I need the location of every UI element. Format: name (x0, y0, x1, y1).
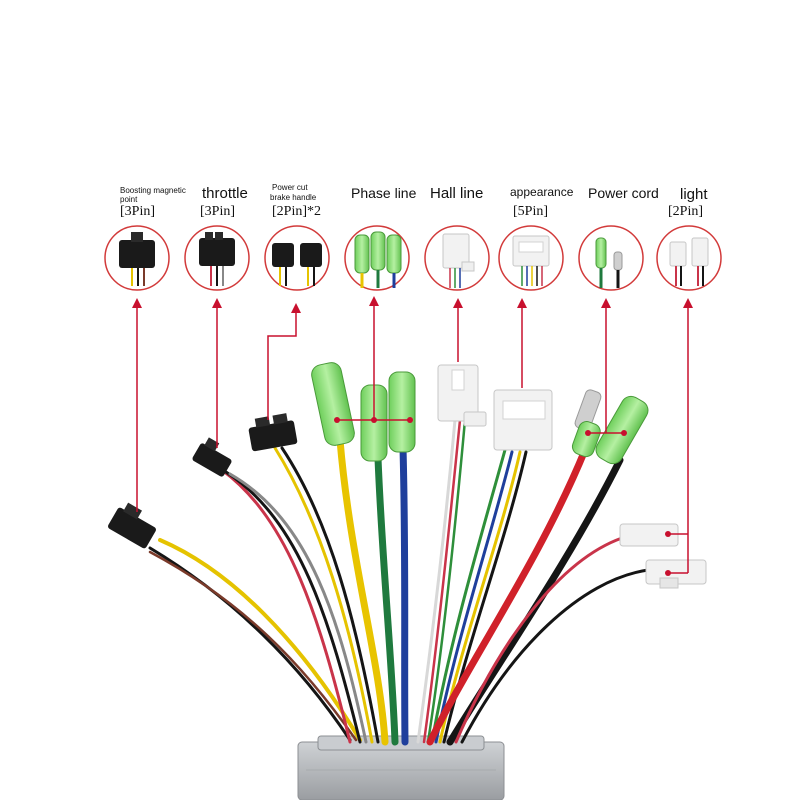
appearance-plug (493, 389, 553, 451)
light-pin-label: [2Pin] (668, 204, 703, 219)
wire-appearance-blue (434, 450, 514, 744)
wire-power-red (426, 446, 589, 746)
wire-hall-green (426, 418, 467, 744)
circle-light (656, 225, 722, 291)
phase-sleeves (311, 362, 416, 462)
controller-housing (297, 735, 505, 800)
wire-hall-white (416, 418, 457, 744)
brake-label-line1: Power cut (272, 183, 308, 192)
throttle-label: throttle (202, 185, 248, 202)
pointer-arrowheads (132, 296, 693, 576)
pointer-light (668, 300, 689, 574)
wire-bundle (148, 418, 650, 746)
throttle-pin-label: [3Pin] (200, 204, 235, 219)
brake-label-line2: brake handle (270, 193, 317, 202)
circle-phase (344, 225, 410, 291)
wire-throttle-black (224, 470, 362, 744)
brake-connector (248, 413, 298, 452)
throttle-connector (192, 437, 232, 477)
wire-throttle-red (220, 468, 352, 744)
wire-light-black (460, 568, 650, 744)
circle-boost (104, 225, 170, 291)
hall-label: Hall line (430, 185, 484, 202)
wire-phase-blue (399, 444, 409, 746)
light-plugs (619, 523, 707, 589)
wire-boost-black (148, 546, 352, 742)
pointer-lines (136, 298, 689, 574)
hall-plug (437, 364, 487, 427)
connector-circles (104, 225, 722, 291)
brake-pin-label: [2Pin]*2 (272, 204, 321, 219)
boost-pin-label: [3Pin] (120, 204, 155, 219)
wire-hall-red (422, 418, 462, 744)
power-connectors (571, 389, 649, 465)
pointer-power (588, 300, 624, 434)
circle-appearance (498, 225, 564, 291)
circle-brake (264, 225, 330, 291)
wire-phase-green (374, 454, 399, 746)
wire-phase-yellow (336, 436, 389, 746)
circle-power (578, 225, 644, 291)
power-label: Power cord (588, 185, 659, 201)
wire-appearance-green (430, 448, 507, 744)
light-label: light (680, 186, 708, 203)
boost-label-line1: Boosting magnetic (120, 186, 186, 195)
wire-brake-black (280, 446, 380, 744)
harness-connectors (108, 362, 707, 589)
wire-light-red (454, 536, 624, 744)
wire-boost-yellow (158, 538, 362, 742)
boost-connector (108, 502, 156, 549)
appearance-pin-label: [5Pin] (513, 204, 548, 219)
wire-boost-brown (148, 550, 358, 742)
wire-throttle-grey (228, 472, 368, 744)
wire-brake-yellow (273, 446, 374, 744)
phase-label: Phase line (351, 185, 417, 201)
appearance-label: appearance (510, 185, 574, 199)
circle-throttle (184, 225, 250, 291)
circle-hall (424, 225, 490, 291)
pointer-brake (267, 305, 297, 420)
boost-label-line2: point (120, 195, 138, 204)
